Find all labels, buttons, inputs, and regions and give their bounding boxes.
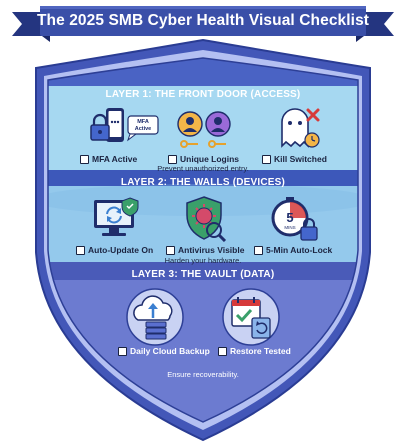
page-title: The 2025 SMB Cyber Health Visual Checkli… (36, 12, 370, 29)
ghost-user-icon (281, 108, 320, 148)
checkbox[interactable] (262, 154, 271, 164)
svg-text:MFA: MFA (137, 119, 149, 125)
cloud-backup-icon (126, 288, 184, 346)
phone-lock-icon: MFA Active (90, 108, 159, 142)
checklist-item-mfa-active[interactable]: MFA Active (80, 154, 137, 164)
title-ribbon (12, 6, 394, 42)
checklist-item-label: Daily Cloud Backup (130, 346, 210, 356)
checklist-item-label: MFA Active (92, 154, 138, 164)
checkbox[interactable] (254, 245, 263, 255)
checkbox[interactable] (218, 346, 227, 356)
layer-3-note: Ensure recoverability. (167, 370, 239, 379)
timer-unit: MINS (284, 225, 295, 230)
checkbox[interactable] (168, 154, 177, 164)
checklist-item-daily-cloud-backup[interactable]: Daily Cloud Backup (118, 346, 210, 356)
checklist-item-label: Unique Logins (180, 154, 240, 164)
checklist-item-auto-lock[interactable]: 5-Min Auto-Lock (254, 245, 332, 255)
checklist-item-label: Auto-Update On (88, 245, 154, 255)
virus-shield-icon (186, 196, 227, 242)
timer-lock-icon: 5 MINS (271, 197, 318, 241)
layer-1-heading: LAYER 1: THE FRONT DOOR (ACCESS) (105, 89, 301, 100)
checklist-item-restore-tested[interactable]: Restore Tested (218, 346, 291, 356)
restore-calendar-icon (222, 288, 280, 346)
checklist-item-auto-update[interactable]: Auto-Update On (76, 245, 153, 255)
checklist-item-label: 5-Min Auto-Lock (266, 245, 333, 255)
checklist-item-antivirus-visible[interactable]: Antivirus Visible (166, 245, 244, 255)
layer-1-note: Prevent unauthorized entry. (157, 164, 249, 173)
checkbox[interactable] (118, 346, 127, 356)
checkbox[interactable] (166, 245, 175, 255)
timer-value: 5 (286, 210, 293, 225)
checklist-item-unique-logins[interactable]: Unique Logins (168, 154, 239, 164)
layer-2-heading: LAYER 2: THE WALLS (DEVICES) (120, 177, 286, 188)
checklist-item-label: Kill Switched (274, 154, 327, 164)
monitor-update-icon (94, 197, 139, 236)
checklist-item-kill-switched[interactable]: Kill Switched (262, 154, 327, 164)
layer-3-heading: LAYER 3: THE VAULT (DATA) (131, 269, 275, 280)
checkbox[interactable] (76, 245, 85, 255)
checklist-item-label: Restore Tested (230, 346, 291, 356)
users-keys-icon (177, 111, 231, 148)
layer-2-note: Harden your hardware. (164, 256, 242, 265)
checkbox[interactable] (80, 154, 89, 164)
svg-text:Active: Active (135, 126, 152, 132)
checklist-item-label: Antivirus Visible (178, 245, 245, 255)
